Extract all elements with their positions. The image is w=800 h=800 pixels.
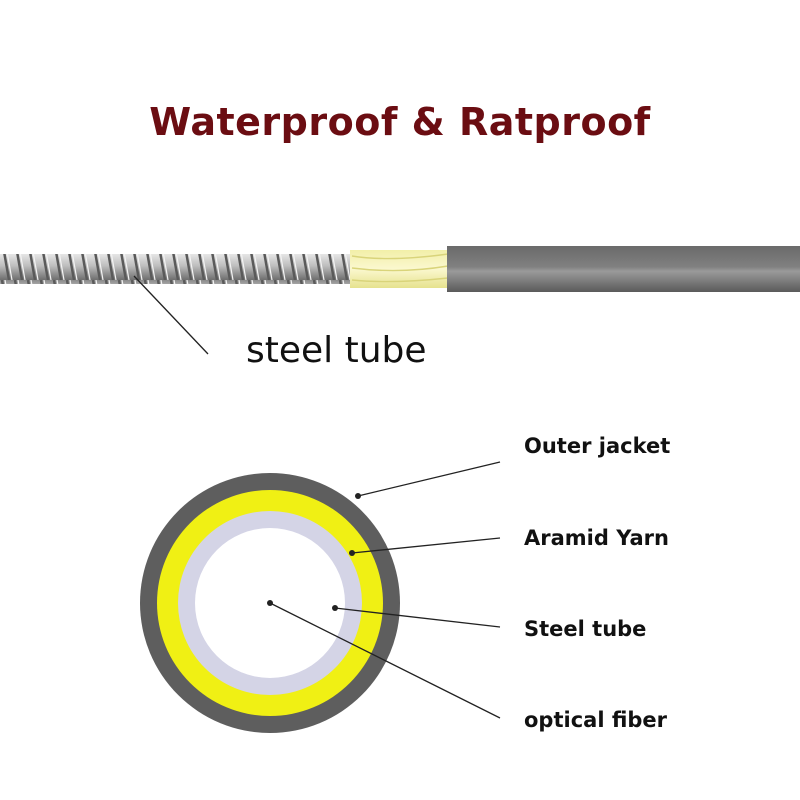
optical-fiber-line	[269, 602, 501, 719]
aramid-yarn-line	[351, 537, 501, 554]
steel-tube-pointer-line	[133, 275, 209, 355]
outer-jacket-section	[447, 246, 800, 292]
aramid-yarn-label: Aramid Yarn	[524, 526, 669, 550]
cable-side-view	[0, 246, 800, 355]
steel-tube-label: Steel tube	[524, 617, 647, 641]
steel-tube-callout-label: steel tube	[246, 330, 427, 371]
callout-lines	[269, 461, 501, 719]
optical-fiber-label: optical fiber	[524, 708, 668, 732]
steel-tube-line	[334, 607, 501, 628]
outer-jacket-label: Outer jacket	[524, 434, 671, 458]
aramid-yarn-section	[350, 250, 450, 288]
coiled-steel-tube	[0, 254, 352, 284]
outer-jacket-line	[357, 461, 501, 497]
cable-cross-section	[140, 461, 501, 733]
page-title: Waterproof & Ratproof	[149, 100, 651, 144]
